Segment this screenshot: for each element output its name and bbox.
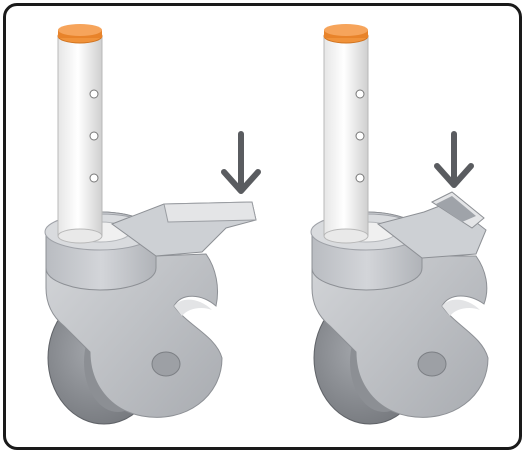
arrow-down-icon xyxy=(434,131,474,188)
brake-pedal-raised-left xyxy=(110,201,257,257)
caster-left xyxy=(44,24,261,425)
pole-hole-icon xyxy=(89,131,99,141)
pole-hole-icon xyxy=(355,173,365,183)
brake-pedal-pressed-right xyxy=(376,191,487,259)
pole-hole-icon xyxy=(89,173,99,183)
pole-hole-icon xyxy=(355,89,365,99)
arrow-down-icon xyxy=(221,131,261,194)
pole-right xyxy=(323,24,369,244)
caster-brake-illustration xyxy=(44,24,489,425)
pole-hole-icon xyxy=(89,89,99,99)
caster-right xyxy=(310,24,489,425)
pole-left xyxy=(57,24,103,244)
illustration-frame xyxy=(3,3,522,450)
pole-hole-icon xyxy=(355,131,365,141)
